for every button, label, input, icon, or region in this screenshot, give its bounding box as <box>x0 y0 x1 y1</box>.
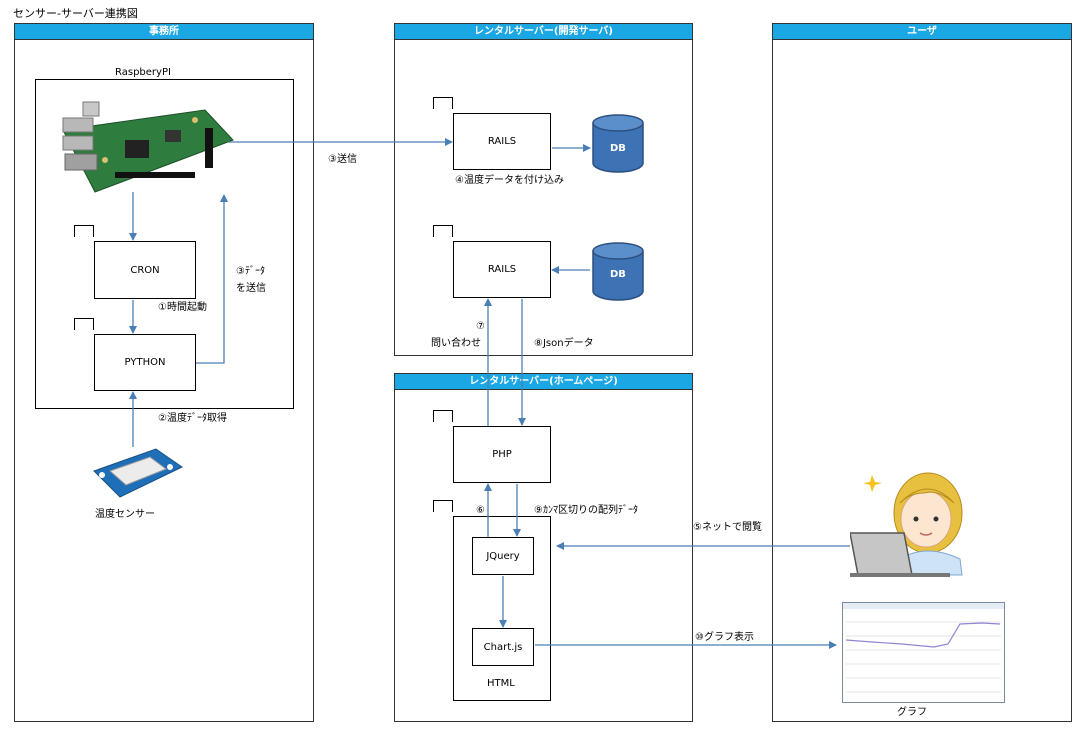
lane-dev-server-header: レンタルサーバー(開発サーバ) <box>395 24 692 40</box>
step3a-label-line2: を送信 <box>236 283 266 294</box>
python-label: PYTHON <box>124 357 166 368</box>
cron-node: CRON <box>94 241 196 299</box>
rails-top-label: RAILS <box>487 136 517 147</box>
rails-bottom-tab <box>433 225 453 237</box>
raspberry-pi-label: RaspberyPI <box>115 67 171 78</box>
rails-top-tab <box>433 97 453 109</box>
temperature-sensor-label: 温度センサー <box>95 509 155 520</box>
php-tab <box>433 410 453 422</box>
graph-label: グラフ <box>897 707 927 718</box>
step1-label: ①時間起動 <box>158 302 207 313</box>
lane-office-header: 事務所 <box>15 24 313 40</box>
lane-dev-server: レンタルサーバー(開発サーバ) <box>394 23 693 356</box>
step7-label-line2: 問い合わせ <box>431 338 481 349</box>
python-node: PYTHON <box>94 334 196 391</box>
jquery-node: JQuery <box>472 537 534 575</box>
rails-top-node: RAILS <box>453 113 551 170</box>
chartjs-node: Chart.js <box>472 628 534 666</box>
rails-bottom-node: RAILS <box>453 241 551 298</box>
lane-user-header: ユーザ <box>773 24 1071 40</box>
user-person-image <box>850 472 963 577</box>
db-top-label: DB <box>610 143 626 154</box>
python-tab <box>74 318 94 330</box>
db-bottom-label: DB <box>610 269 626 280</box>
html-tab <box>433 500 453 512</box>
step8-label: ⑧Jsonデータ <box>534 338 594 349</box>
graph-image <box>842 602 1005 703</box>
chartjs-label: Chart.js <box>483 641 523 653</box>
step9-label: ⑨ｶﾝﾏ区切りの配列ﾃﾞｰﾀ <box>534 505 638 516</box>
step3a-label-line1: ③ﾃﾞｰﾀ <box>236 266 265 277</box>
step3b-label: ③送信 <box>328 154 357 165</box>
html-label: HTML <box>487 678 515 689</box>
db-top-cylinder <box>592 114 644 173</box>
jquery-label: JQuery <box>486 550 520 562</box>
cron-tab <box>74 225 94 237</box>
step5-label: ⑤ネットで閲覧 <box>693 522 762 533</box>
step6-label: ⑥ <box>476 505 485 516</box>
diagram-title: センサー-サーバー連携図 <box>13 7 138 20</box>
raspberry-pi-board-image <box>62 101 234 193</box>
step2-label: ②温度ﾃﾞｰﾀ取得 <box>158 413 227 424</box>
php-node: PHP <box>453 426 551 483</box>
step4-label: ④温度データを付け込み <box>455 175 564 186</box>
step7-label-line1: ⑦ <box>476 321 485 332</box>
temperature-sensor-image <box>93 448 183 498</box>
cron-label: CRON <box>130 264 160 276</box>
php-label: PHP <box>492 449 512 460</box>
rails-bottom-label: RAILS <box>487 264 517 275</box>
lane-homepage-server-header: レンタルサーバー(ホームページ) <box>395 374 692 390</box>
db-bottom-cylinder <box>592 242 644 301</box>
arrow-python-to-pi <box>196 194 228 364</box>
step10-label: ⑩グラフ表示 <box>695 632 754 643</box>
